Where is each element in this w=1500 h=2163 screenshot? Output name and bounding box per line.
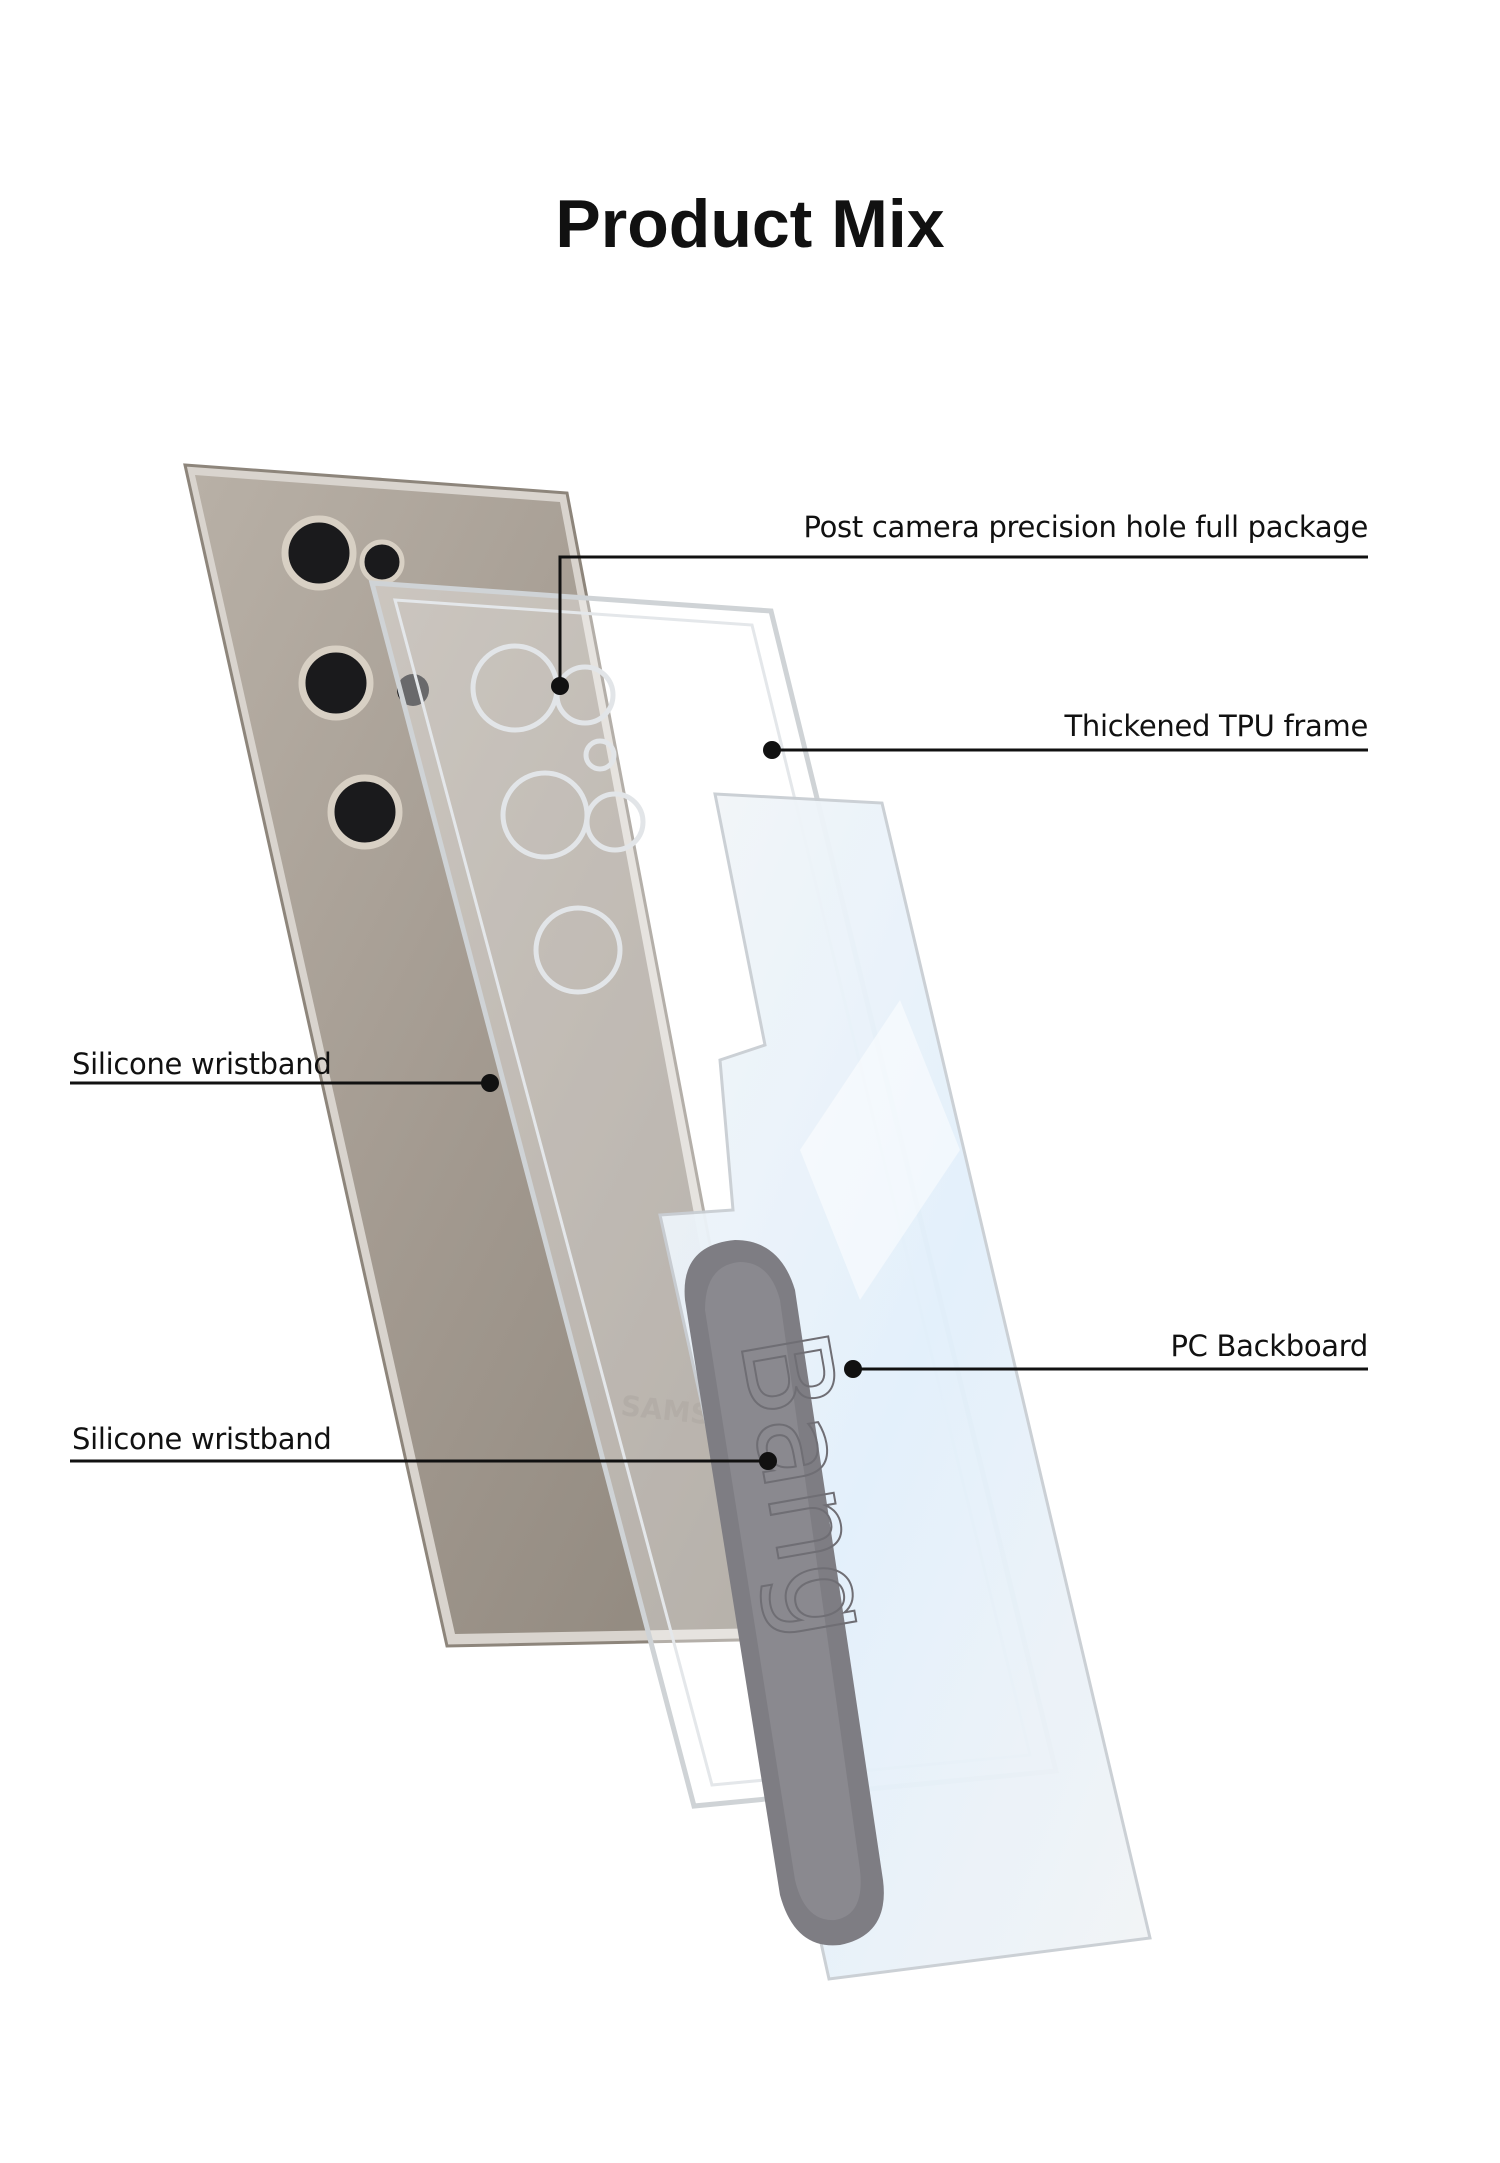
callout-label-camera: Post camera precision hole full package: [803, 510, 1368, 544]
callout-label-backboard: PC Backboard: [1170, 1329, 1368, 1363]
callout-label-wristband-upper: Silicone wristband: [72, 1047, 332, 1081]
callout-dots: [481, 677, 862, 1470]
page-title: Product Mix: [555, 186, 945, 262]
callout-dot-backboard: [844, 1360, 862, 1378]
callout-dot-wristband-lower: [759, 1452, 777, 1470]
leader-lines: [70, 555, 1368, 1463]
camera-lenses-icon: [281, 515, 429, 850]
callout-dot-frame: [763, 741, 781, 759]
callout-dot-wristband-upper: [481, 1074, 499, 1092]
phone: SAMSUNG: [183, 463, 787, 1648]
callout-dot-camera: [551, 677, 569, 695]
callout-label-wristband-lower: Silicone wristband: [72, 1422, 332, 1456]
callout-label-frame: Thickened TPU frame: [1064, 709, 1369, 743]
